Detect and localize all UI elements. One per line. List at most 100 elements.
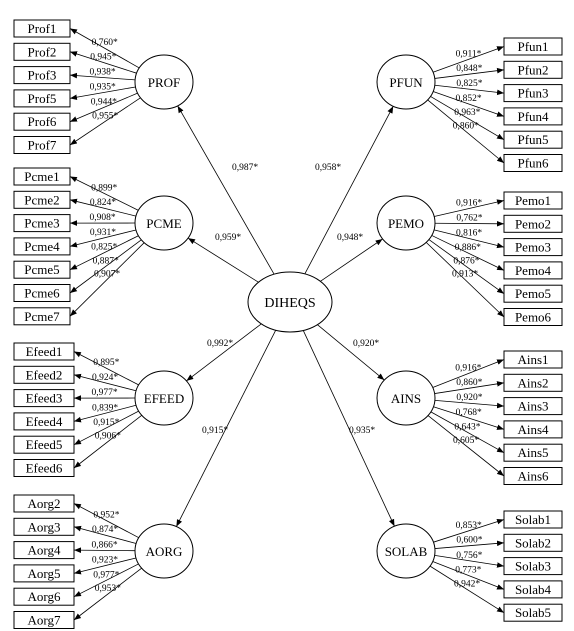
indicator-box-pemo3 bbox=[503, 238, 563, 257]
indicator-box-pcme4 bbox=[13, 237, 71, 256]
indicator-label: Pemo4 bbox=[515, 263, 552, 278]
prof-label: PROF bbox=[148, 75, 181, 90]
loading-path bbox=[434, 540, 505, 549]
loading-path bbox=[433, 91, 505, 117]
loading-path bbox=[69, 72, 136, 81]
indicator-label: Pcme4 bbox=[24, 239, 60, 254]
indicator-label: Aorg5 bbox=[28, 566, 61, 581]
indicator-label: Pcme5 bbox=[24, 262, 59, 277]
loading-path bbox=[69, 239, 142, 294]
loading-value: 0,760* bbox=[92, 38, 118, 48]
indicator-box-efeed6 bbox=[13, 459, 75, 477]
indicator-box-pfun2 bbox=[503, 60, 563, 79]
loading-value: 0,938* bbox=[89, 67, 115, 77]
indicator-box-pcme5 bbox=[13, 260, 71, 279]
indicator-label: Efeed4 bbox=[26, 414, 63, 429]
loading-path bbox=[434, 220, 505, 227]
indicator-box-ains3 bbox=[503, 397, 563, 416]
pemo-ellipse bbox=[376, 195, 436, 251]
structural-path-pcme bbox=[187, 237, 259, 283]
loading-value: 0,920* bbox=[456, 393, 482, 403]
loading-path bbox=[425, 242, 505, 318]
indicator-box-ains1 bbox=[503, 350, 563, 369]
pcme-label: PCME bbox=[146, 216, 181, 231]
indicator-box-aorg4 bbox=[13, 541, 75, 560]
loading-value: 0,944* bbox=[91, 97, 117, 107]
structural-weight-pcme: 0,959* bbox=[215, 233, 241, 243]
indicator-box-solab5 bbox=[503, 603, 563, 622]
indicator-box-pfun6 bbox=[503, 154, 563, 172]
loading-path bbox=[69, 176, 139, 211]
structural-weight-pemo: 0,948* bbox=[337, 233, 363, 243]
loading-path bbox=[73, 567, 142, 621]
indicator-label: Ains4 bbox=[517, 422, 549, 437]
indicator-box-solab3 bbox=[503, 557, 563, 576]
structural-weight-prof: 0,987* bbox=[232, 163, 258, 173]
loading-path bbox=[73, 557, 137, 575]
indicator-box-efeed4 bbox=[13, 412, 75, 431]
indicator-box-prof7 bbox=[13, 136, 71, 154]
loading-path bbox=[432, 561, 505, 590]
structural-weight-solab: 0,935* bbox=[349, 426, 375, 436]
loading-value: 0,935* bbox=[90, 83, 116, 93]
indicator-box-prof3 bbox=[13, 66, 71, 85]
loading-value: 0,906* bbox=[95, 432, 121, 442]
loading-value: 0,977* bbox=[91, 388, 117, 398]
indicator-label: Pemo3 bbox=[515, 240, 551, 255]
loading-path bbox=[432, 46, 505, 73]
indicator-label: Efeed2 bbox=[26, 367, 63, 382]
loading-path bbox=[73, 414, 142, 469]
loading-path bbox=[427, 99, 505, 164]
indicator-label: Pemo5 bbox=[515, 286, 551, 301]
loading-path bbox=[69, 242, 145, 317]
loading-value: 0,942* bbox=[454, 579, 480, 589]
indicator-box-efeed2 bbox=[13, 365, 75, 384]
indicator-box-pfun5 bbox=[503, 130, 563, 149]
pfun-label: PFUN bbox=[389, 75, 423, 90]
indicator-label: Prof2 bbox=[28, 44, 57, 59]
indicator-label: Pcme6 bbox=[24, 286, 60, 301]
loading-value: 0,762* bbox=[456, 214, 482, 224]
loading-value: 0,756* bbox=[456, 551, 482, 561]
indicator-label: Pcme2 bbox=[24, 192, 59, 207]
indicator-box-solab1 bbox=[503, 510, 563, 529]
loading-path bbox=[73, 410, 139, 446]
indicator-label: Solab3 bbox=[515, 559, 551, 574]
loading-path bbox=[73, 404, 137, 423]
structural-weight-aorg: 0,915* bbox=[202, 426, 228, 436]
loading-value: 0,908* bbox=[89, 213, 115, 223]
structural-path-aorg bbox=[176, 330, 277, 527]
loading-value: 0,931* bbox=[90, 228, 116, 238]
loading-path bbox=[69, 198, 137, 217]
loading-path bbox=[73, 563, 139, 598]
indicator-label: Solab4 bbox=[515, 582, 552, 597]
ains-label: AINS bbox=[391, 391, 421, 406]
indicator-box-efeed5 bbox=[13, 435, 75, 454]
loading-value: 0,923* bbox=[92, 556, 118, 566]
indicator-box-pcme6 bbox=[13, 284, 71, 302]
loading-path bbox=[432, 359, 505, 388]
indicator-label: Ains3 bbox=[517, 399, 548, 414]
indicator-box-pfun4 bbox=[503, 107, 563, 126]
loading-value: 0,825* bbox=[91, 243, 117, 253]
indicator-box-pemo4 bbox=[503, 261, 563, 280]
loading-value: 0,866* bbox=[91, 540, 117, 550]
indicator-label: Solab1 bbox=[515, 512, 551, 527]
indicator-label: Pcme3 bbox=[24, 216, 59, 231]
loading-value: 0,768* bbox=[456, 408, 482, 418]
loading-value: 0,895* bbox=[93, 358, 119, 368]
indicator-label: Prof3 bbox=[28, 68, 57, 83]
aorg-ellipse bbox=[134, 523, 194, 579]
structural-path-solab bbox=[302, 330, 395, 527]
loading-path bbox=[434, 67, 505, 79]
structural-weight-pfun: 0,958* bbox=[315, 163, 341, 173]
indicator-label: Efeed6 bbox=[26, 461, 63, 476]
loading-value: 0,876* bbox=[453, 257, 479, 267]
pfun-ellipse bbox=[376, 54, 436, 110]
structural-path-pemo bbox=[320, 238, 383, 282]
loading-value: 0,916* bbox=[455, 364, 481, 374]
indicator-label: Efeed1 bbox=[26, 344, 63, 359]
indicator-label: Efeed3 bbox=[26, 391, 63, 406]
loading-value: 0,600* bbox=[456, 536, 482, 546]
